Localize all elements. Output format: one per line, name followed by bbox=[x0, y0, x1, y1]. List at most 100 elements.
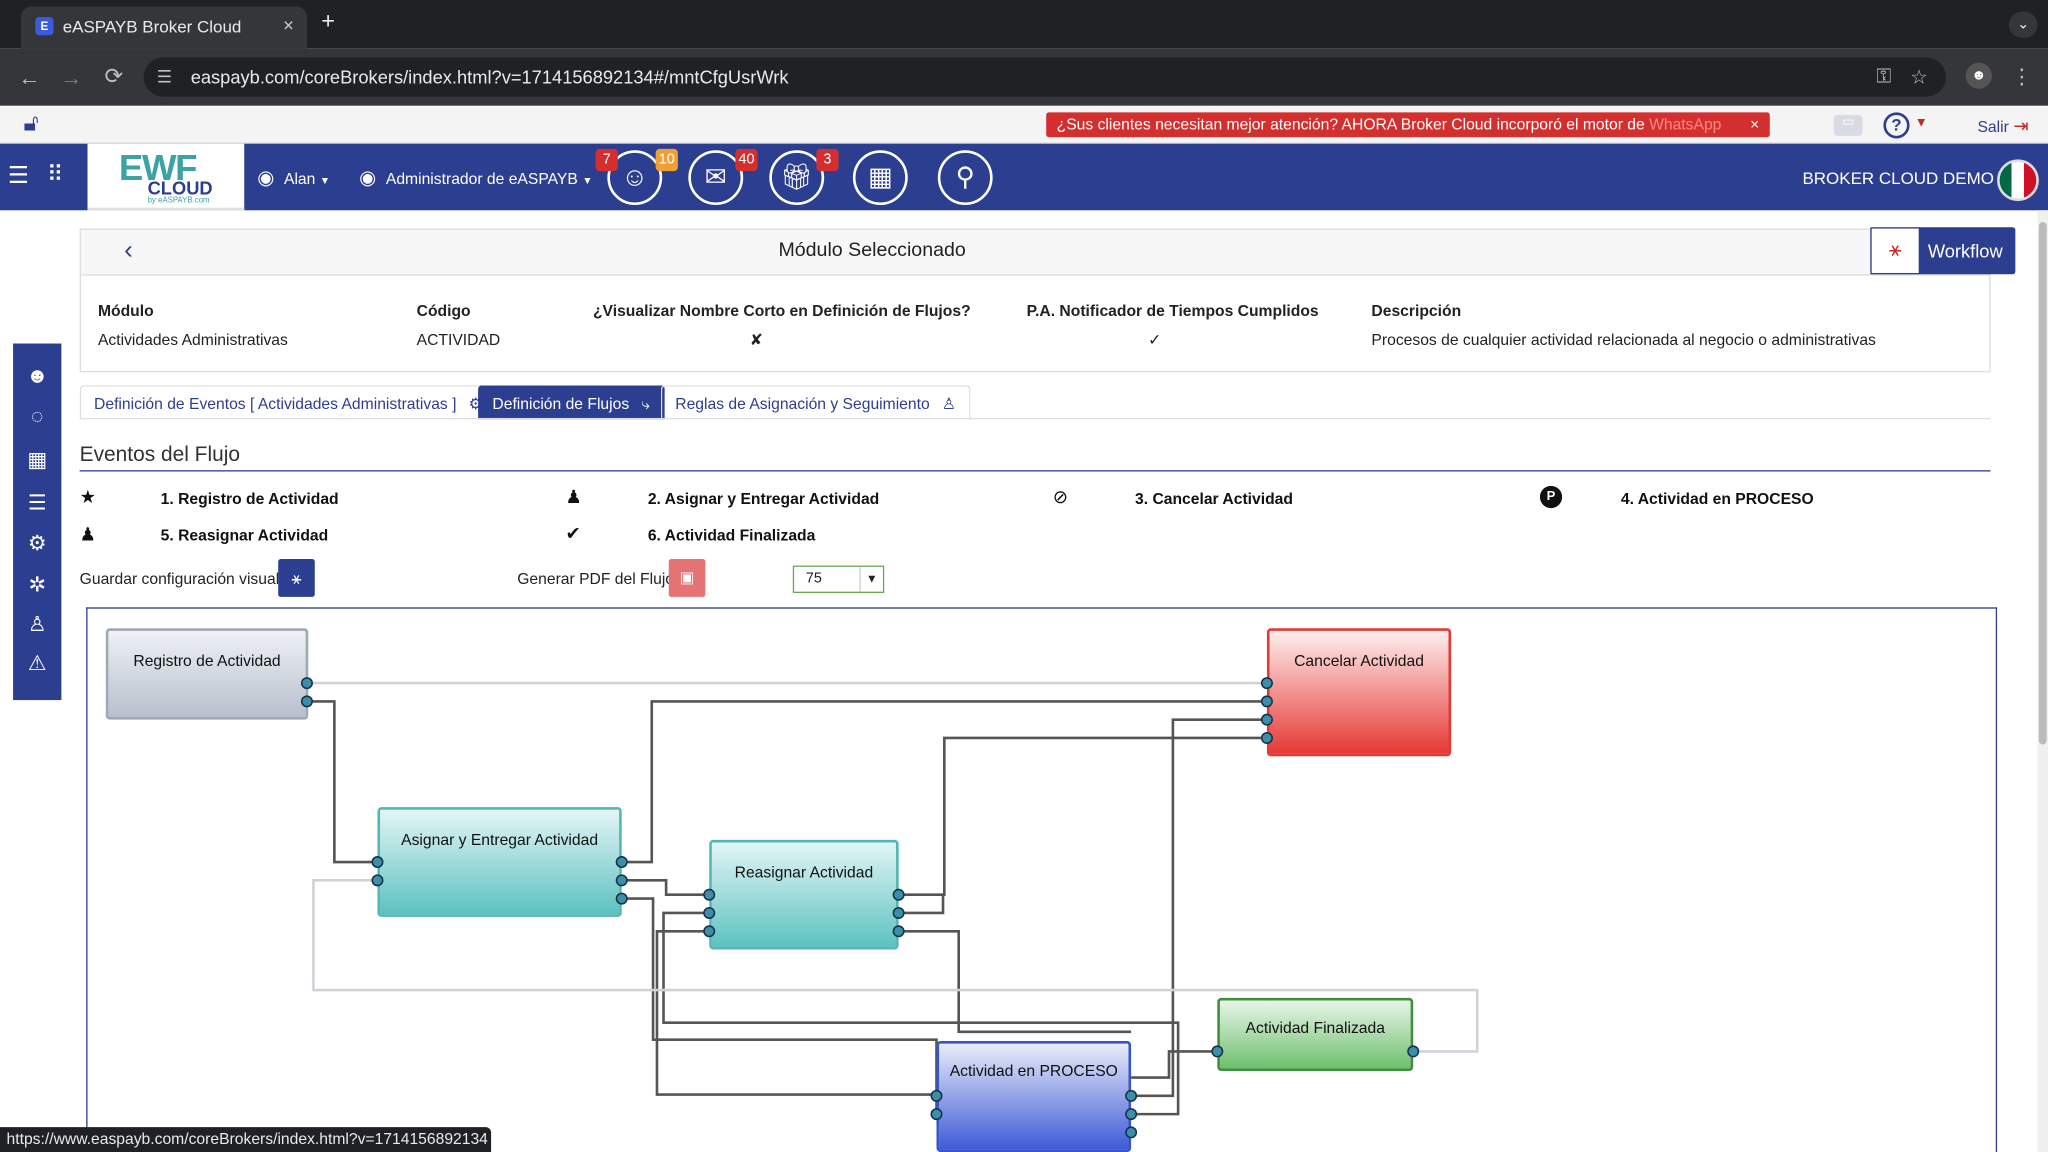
pdf-label: Generar PDF del Flujo bbox=[517, 569, 675, 588]
hamburger-menu-icon[interactable]: ☰ bbox=[7, 161, 29, 189]
reload-icon[interactable]: ⟳ bbox=[104, 63, 124, 89]
key-icon[interactable]: ⚿ bbox=[1876, 65, 1892, 88]
refresh-circle-icon[interactable]: ◌ bbox=[30, 406, 44, 429]
gear-icon[interactable]: ✲ bbox=[28, 574, 46, 597]
unlock-icon[interactable]: 🔓︎ bbox=[23, 109, 39, 136]
tab-assignment-rules[interactable]: Reglas de Asignación y Seguimiento ♙ bbox=[660, 385, 971, 420]
person-icon: ♟ bbox=[565, 485, 582, 507]
app-logo[interactable]: EWF CLOUD by eASPAYB.com bbox=[87, 143, 245, 211]
role-name: Administrador de eASPAYB bbox=[385, 169, 578, 189]
save-visual-button[interactable]: ⚹ bbox=[278, 559, 315, 597]
browser-menu-icon[interactable]: ⋮ bbox=[2011, 66, 2033, 89]
notifier-value: ✓ bbox=[1148, 330, 1162, 349]
node-finalizada-label: Actividad Finalizada bbox=[1245, 1018, 1385, 1038]
pdf-icon: ▣ bbox=[679, 568, 695, 587]
table-icon[interactable]: ▦ bbox=[27, 449, 48, 472]
mail-icon[interactable]: ✉ bbox=[688, 150, 744, 206]
list-icon[interactable]: ☰ bbox=[27, 492, 47, 515]
port bbox=[371, 856, 384, 869]
user-lock-icon[interactable]: ♙ bbox=[27, 613, 47, 637]
cogs-icon[interactable]: ⚙ bbox=[27, 532, 47, 556]
chevron-down-icon: ▼ bbox=[582, 175, 593, 187]
user-name: Alan bbox=[283, 169, 316, 189]
logout-button[interactable]: Salir ⇥ bbox=[1977, 115, 2028, 137]
profile-avatar[interactable]: ☻ bbox=[1965, 62, 1992, 89]
port bbox=[1407, 1045, 1420, 1058]
role-menu[interactable]: ◉ Administrador de eASPAYB ▼ bbox=[359, 166, 593, 189]
warning-icon[interactable]: ⚠ bbox=[27, 653, 47, 676]
mexico-flag-icon[interactable] bbox=[1997, 159, 2039, 202]
node-registro-label: Registro de Actividad bbox=[133, 651, 281, 671]
node-registro[interactable]: Registro de Actividad bbox=[105, 628, 309, 720]
port bbox=[930, 1108, 943, 1121]
module-panel-header bbox=[79, 228, 1991, 276]
tab-event-label: Definición de Eventos [ Actividades Admi… bbox=[94, 394, 457, 413]
promo-banner[interactable]: ¿Sus clientes necesitan mejor atención? … bbox=[1046, 112, 1770, 138]
status-url: https://www.easpayb.com/coreBrokers/inde… bbox=[0, 1127, 492, 1152]
url-text[interactable]: easpayb.com/coreBrokers/index.html?v=171… bbox=[190, 66, 789, 88]
zoom-value: 75 bbox=[805, 570, 822, 587]
chevron-down-icon: ▼ bbox=[319, 175, 331, 187]
browser-tab[interactable]: E eASPAYB Broker Cloud × bbox=[20, 6, 307, 49]
star-icon: ★ bbox=[79, 485, 97, 507]
short-name-value: ✘ bbox=[749, 330, 763, 349]
team-icon[interactable]: ☻ bbox=[26, 365, 49, 388]
node-reasignar[interactable]: Reasignar Actividad bbox=[709, 839, 899, 950]
tab-close-icon[interactable]: × bbox=[283, 14, 294, 36]
zoom-select[interactable]: 75 ▼ bbox=[792, 565, 885, 593]
check-icon: ✔ bbox=[565, 522, 581, 544]
back-chevron-icon[interactable]: ‹ bbox=[124, 236, 133, 266]
notifier-header: P.A. Notificador de Tiempos Cumplidos bbox=[1026, 301, 1319, 320]
help-icon[interactable]: ? bbox=[1883, 112, 1910, 139]
contacts-icon[interactable]: ☺ bbox=[607, 150, 663, 206]
chevron-down-icon[interactable]: ▼ bbox=[1914, 116, 1928, 131]
bookmark-star-icon[interactable]: ☆ bbox=[1910, 66, 1928, 89]
forward-arrow-icon[interactable]: → bbox=[60, 65, 83, 91]
new-tab-button[interactable]: + bbox=[321, 7, 336, 34]
chat-icon[interactable]: ▭ bbox=[1833, 114, 1863, 136]
apps-grid-icon[interactable]: ⠿ bbox=[47, 161, 64, 187]
tab-flow-label: Definición de Flujos bbox=[492, 394, 630, 413]
node-asignar-label: Asignar y Entregar Actividad bbox=[401, 830, 599, 849]
calendar-icon[interactable]: ▦ bbox=[852, 150, 908, 206]
description-header: Descripción bbox=[1371, 301, 1462, 320]
module-title: Módulo Seleccionado bbox=[778, 239, 966, 262]
user-menu[interactable]: ◉ Alan ▼ bbox=[257, 166, 331, 189]
node-cancelar[interactable]: Cancelar Actividad bbox=[1266, 628, 1452, 757]
node-finalizada[interactable]: Actividad Finalizada bbox=[1217, 997, 1414, 1072]
event-label-4: 4. Actividad en PROCESO bbox=[1620, 489, 1814, 509]
site-settings-icon[interactable]: ☰ bbox=[156, 66, 172, 87]
scrollbar-thumb[interactable] bbox=[2038, 222, 2047, 745]
flow-icon: ⤷ bbox=[641, 394, 651, 413]
port bbox=[703, 906, 716, 919]
user-lock-icon: ♙ bbox=[941, 394, 956, 413]
generate-pdf-button[interactable]: ▣ bbox=[668, 559, 706, 597]
gift-icon[interactable]: 🎁︎ bbox=[769, 150, 825, 206]
user-search-icon[interactable]: ⚲ bbox=[937, 150, 993, 206]
event-label-2: 2. Asignar y Entregar Actividad bbox=[647, 489, 880, 509]
person-icon: ♟ bbox=[79, 523, 97, 545]
flow-canvas[interactable] bbox=[86, 607, 1998, 1152]
back-arrow-icon[interactable]: ← bbox=[18, 65, 41, 91]
promo-highlight[interactable]: WhatsApp bbox=[1649, 114, 1722, 134]
tab-flow-definition[interactable]: Definición de Flujos ⤷ bbox=[478, 385, 665, 420]
port bbox=[892, 925, 905, 938]
node-proceso[interactable]: Actividad en PROCESO bbox=[936, 1040, 1132, 1152]
tab-search-icon[interactable]: ⌄ bbox=[2008, 11, 2038, 38]
port bbox=[615, 874, 628, 887]
workflow-label: Workflow bbox=[1927, 240, 2003, 262]
port bbox=[703, 925, 716, 938]
port bbox=[892, 888, 905, 901]
contacts-badge: 7 bbox=[595, 148, 618, 172]
save-visual-label: Guardar configuración visual bbox=[79, 569, 280, 588]
tab-rules-label: Reglas de Asignación y Seguimiento bbox=[675, 394, 930, 413]
promo-text: ¿Sus clientes necesitan mejor atención? … bbox=[1056, 114, 1645, 134]
port bbox=[892, 906, 905, 919]
url-field[interactable]: ☰ easpayb.com/coreBrokers/index.html?v=1… bbox=[143, 57, 1947, 97]
workflow-button[interactable]: ⚹ Workflow bbox=[1870, 227, 2016, 275]
sitemap-icon: ⚹ bbox=[291, 568, 302, 588]
promo-close-icon[interactable]: × bbox=[1750, 114, 1760, 134]
company-name: BROKER CLOUD DEMO bbox=[1802, 168, 1994, 189]
port bbox=[930, 1089, 943, 1102]
